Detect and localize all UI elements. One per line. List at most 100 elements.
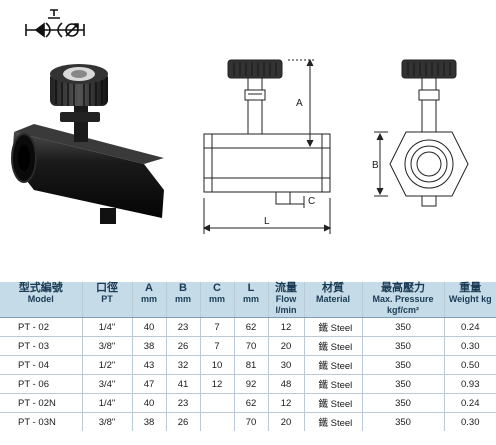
- cell-a: 40: [131, 393, 166, 413]
- cell-c: 7: [199, 317, 234, 337]
- column-header-secondary: Model: [27, 294, 54, 304]
- cell-l: 62: [233, 393, 268, 413]
- cell-c: 7: [199, 336, 234, 356]
- column-header-primary: 口徑: [96, 282, 118, 294]
- cell-material: 鐵 Steel: [303, 317, 362, 337]
- column-header-primary: L: [247, 282, 255, 294]
- cell-weight: 0.30: [443, 412, 496, 431]
- cell-model: PT - 04: [0, 355, 82, 375]
- cell-material: 鐵 Steel: [303, 336, 362, 356]
- column-header-secondary: mm: [140, 294, 157, 304]
- cell-pt: 1/2": [81, 355, 132, 375]
- cell-b: 41: [165, 374, 200, 394]
- column-header-primary: 重量: [459, 282, 482, 294]
- cell-b: 23: [165, 317, 200, 337]
- dimension-c-label: C: [308, 196, 315, 207]
- column-header-secondary: mm: [208, 294, 225, 304]
- column-header-primary: 流量: [275, 282, 297, 294]
- column-header-primary: 材質: [322, 282, 344, 294]
- cell-a: 38: [131, 412, 166, 431]
- column-header-primary: B: [179, 282, 187, 294]
- dimension-l-label: L: [264, 216, 270, 227]
- cell-material: 鐵 Steel: [303, 374, 362, 394]
- cell-model: PT - 03: [0, 336, 82, 356]
- cell-pt: 3/8": [81, 412, 132, 431]
- cell-a: 43: [131, 355, 166, 375]
- valve-product-photo: [11, 64, 164, 224]
- cell-pt: 1/4": [81, 393, 132, 413]
- cell-pressure: 350: [361, 374, 444, 394]
- cell-l: 70: [233, 336, 268, 356]
- cell-model: PT - 03N: [18, 416, 56, 428]
- end-view-drawing: B: [372, 59, 469, 207]
- cell-pressure: 350: [361, 317, 444, 337]
- side-view-drawing: A C L: [202, 58, 332, 234]
- cell-material: 鐵 Steel: [303, 393, 362, 413]
- cell-l: 62: [233, 317, 268, 337]
- column-header-secondary: PT: [101, 294, 113, 304]
- cell-b: 32: [165, 355, 200, 375]
- cell-c: [199, 412, 234, 431]
- column-header-secondary: mm: [242, 294, 259, 304]
- dimension-a-label: A: [296, 98, 303, 109]
- cell-model: PT - 06: [0, 374, 82, 394]
- column-header-secondary: Max. Pressure kgf/cm²: [372, 294, 434, 315]
- dimension-b-label: B: [372, 160, 379, 171]
- cell-model: PT - 02: [0, 317, 82, 337]
- cell-flow: 12: [267, 317, 304, 337]
- cell-weight: 0.24: [443, 317, 496, 337]
- cell-pressure: 350: [361, 393, 444, 413]
- cell-weight: 0.50: [443, 355, 496, 375]
- cell-flow: 48: [267, 374, 304, 394]
- cell-flow: 12: [267, 393, 304, 413]
- cell-c: 10: [199, 355, 234, 375]
- cell-flow: 20: [267, 412, 304, 431]
- column-header-primary: C: [213, 282, 221, 294]
- cell-weight: 0.93: [443, 374, 496, 394]
- cell-a: 38: [131, 336, 166, 356]
- column-header-secondary: Weight kg: [448, 294, 492, 304]
- cell-l: 81: [233, 355, 268, 375]
- cell-flow: 30: [267, 355, 304, 375]
- cell-c: 12: [199, 374, 234, 394]
- cell-a: 40: [131, 317, 166, 337]
- cell-a: 47: [131, 374, 166, 394]
- cell-weight: 0.24: [443, 393, 496, 413]
- cell-material: 鐵 Steel: [303, 412, 362, 431]
- column-header-secondary: Material: [315, 294, 350, 304]
- cell-c: [199, 393, 234, 413]
- cell-flow: 20: [267, 336, 304, 356]
- throttle-valve-symbol-icon: [25, 9, 85, 38]
- cell-pt: 3/4": [81, 374, 132, 394]
- cell-l: 92: [233, 374, 268, 394]
- column-header-secondary: Flow l/min: [275, 294, 297, 315]
- cell-pressure: 350: [361, 412, 444, 431]
- cell-pt: 3/8": [81, 336, 132, 356]
- column-header-primary: 型式編號: [18, 282, 63, 294]
- cell-model: PT - 02N: [0, 393, 82, 413]
- cell-pressure: 350: [361, 336, 444, 356]
- column-header-primary: 最高壓力: [381, 282, 425, 294]
- column-header-secondary: mm: [174, 294, 191, 304]
- cell-weight: 0.30: [443, 336, 496, 356]
- cell-l: 70: [233, 412, 268, 431]
- cell-b: 23: [165, 393, 200, 413]
